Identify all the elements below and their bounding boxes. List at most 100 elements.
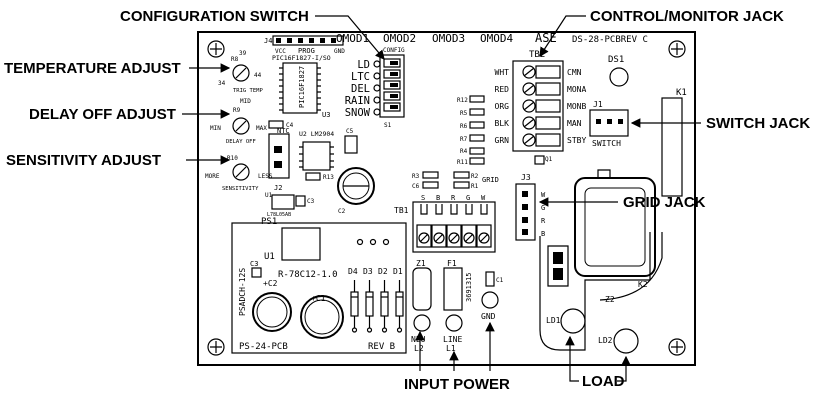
grid-silk: GRID xyxy=(482,176,499,184)
callout-control-monitor-jack: CONTROL/MONITOR JACK xyxy=(590,8,784,25)
tb2-grn: GRN xyxy=(495,136,510,145)
u1-small-label: U1 xyxy=(265,192,273,199)
callout-delay-off-adjust: DELAY OFF ADJUST xyxy=(29,106,176,123)
switch-silk: SWITCH xyxy=(592,139,621,148)
mounting-hole-tl xyxy=(207,40,225,58)
c1-small-label: C1 xyxy=(496,277,504,284)
r11-label: R11 xyxy=(457,159,468,166)
r3-label: R3 xyxy=(412,173,420,180)
k1-relay xyxy=(661,97,683,197)
tb2-mona: MONA xyxy=(567,85,586,94)
omod3-label: OMOD3 xyxy=(432,32,465,45)
l1-label: L1 xyxy=(446,344,456,353)
ps-c2-cap xyxy=(252,292,292,332)
c6-label: C6 xyxy=(412,183,420,190)
callout-temperature-adjust: TEMPERATURE ADJUST xyxy=(4,60,181,77)
config-switch-s1 xyxy=(379,54,405,118)
tb1-s: S xyxy=(421,194,425,202)
j2-ntc-connector xyxy=(268,133,290,179)
r9-delay-pot xyxy=(232,117,250,135)
r10-sensitivity-pot xyxy=(232,163,250,181)
tb2-man: MAN xyxy=(567,119,582,128)
r13-resistor xyxy=(305,172,321,181)
callout-switch-jack: SWITCH JACK xyxy=(706,115,810,132)
u3-microcontroller: PIC16F1827 xyxy=(279,62,321,114)
c1-small-cap xyxy=(485,271,495,287)
leader-load-ld2 xyxy=(617,355,631,382)
vcc-label: VCC xyxy=(275,48,286,55)
n44-label: 44 xyxy=(254,72,262,79)
r4-label: R4 xyxy=(460,148,468,155)
u2-label: U2 LM2904 xyxy=(299,130,334,138)
r9-label: R9 xyxy=(233,107,241,114)
r5-label: R5 xyxy=(460,110,468,117)
tb2-blk: BLK xyxy=(495,119,510,128)
d2-label: D2 xyxy=(378,267,388,276)
r2-resistor xyxy=(453,171,470,179)
f1-fuse xyxy=(443,267,463,311)
callout-grid-jack: GRID JACK xyxy=(623,194,706,211)
tb1-b: B xyxy=(436,194,440,202)
mounting-hole-tr xyxy=(668,40,686,58)
d4-label: D4 xyxy=(348,267,358,276)
ase-label: ASE xyxy=(535,31,557,45)
j3-g: G xyxy=(541,204,545,212)
cfg-label-ld: LD xyxy=(357,59,370,71)
regulator-block xyxy=(281,227,321,261)
l78-label: L78L05AB xyxy=(267,212,291,218)
c3-small-cap xyxy=(295,195,306,207)
callout-configuration-switch: CONFIGURATION SWITCH xyxy=(120,8,309,25)
cfg-label-ltc: LTC xyxy=(351,71,370,83)
r13-label: R13 xyxy=(323,174,334,181)
ld2-label: LD2 xyxy=(598,336,613,345)
cfg-label-del: DEL xyxy=(351,83,370,95)
tb1-w: W xyxy=(481,194,486,202)
line-silk: LINE xyxy=(443,335,462,344)
psadch-label: PSADCH-12S xyxy=(238,268,247,316)
c4-cap xyxy=(268,120,284,129)
pic-part-label: PIC16F1827-I/SO xyxy=(272,54,331,62)
ps-c1-cap xyxy=(300,295,344,339)
rev-b-label: REV B xyxy=(368,342,395,352)
gnd-label: GND xyxy=(481,312,496,321)
j3-grid-jack xyxy=(515,183,536,241)
more-label: MORE xyxy=(205,173,220,180)
ld1-terminal xyxy=(560,308,586,334)
c2-small-label: C2 xyxy=(338,208,346,215)
pic-body-label: PIC16F1827 xyxy=(298,66,306,108)
d3-label: D3 xyxy=(363,267,373,276)
leader-control-monitor xyxy=(539,15,586,58)
callout-load: LOAD xyxy=(582,373,625,390)
q1-label: Q1 xyxy=(545,156,553,163)
u3-label: U3 xyxy=(322,111,330,119)
max-label: MAX xyxy=(256,125,267,132)
j3-w: W xyxy=(541,191,546,199)
ps-c2-label: +C2 xyxy=(263,279,278,288)
r8-temp-pot xyxy=(232,64,250,82)
tb2-org: ORG xyxy=(495,102,510,111)
ntc-label: NTC xyxy=(277,127,290,135)
r3-resistor xyxy=(422,171,439,179)
ld2-terminal xyxy=(613,328,639,354)
ps-pcb-label: PS-24-PCB xyxy=(239,342,288,352)
delay-off-silk: DELAY OFF xyxy=(226,139,256,145)
tb2-terminal-block xyxy=(512,60,564,152)
k2-relay xyxy=(539,169,663,351)
c3-small-label: C3 xyxy=(307,198,315,205)
r12-label: R12 xyxy=(457,97,468,104)
config-led-circles xyxy=(373,60,381,116)
k1-label: K1 xyxy=(676,88,687,98)
r10-label: R10 xyxy=(227,155,238,162)
j3-label: J3 xyxy=(521,173,531,182)
l2-label: L2 xyxy=(414,344,424,353)
resistor-column xyxy=(469,95,485,165)
c4-label: C4 xyxy=(286,122,294,129)
prog-label: PROG xyxy=(298,47,315,55)
reg-label: R-78C12-1.0 xyxy=(278,270,338,280)
callout-input-power: INPUT POWER xyxy=(404,376,510,393)
omod2-label: OMOD2 xyxy=(383,32,416,45)
j1-switch-jack xyxy=(589,109,629,137)
u2-opamp xyxy=(299,141,334,171)
j1-label: J1 xyxy=(593,100,603,109)
r1-label: R1 xyxy=(471,183,479,190)
